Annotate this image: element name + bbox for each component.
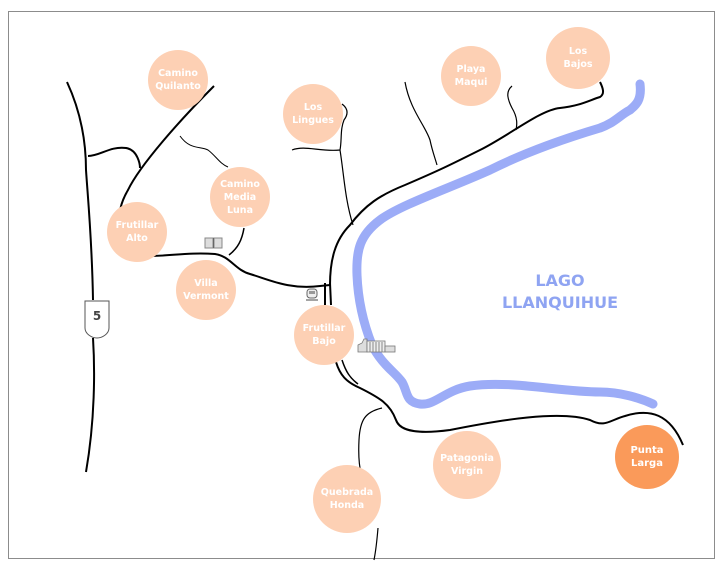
road-los-lingues [291, 103, 354, 226]
place-label: Villa Vermont [183, 278, 229, 302]
place-playa-maqui[interactable]: Playa Maqui [441, 46, 501, 106]
lake-label-line1: LAGO [535, 271, 585, 290]
place-label: Punta Larga [630, 445, 664, 469]
road-bajo-south [335, 361, 684, 446]
lake-label: LAGO LLANQUIHUE [495, 270, 625, 314]
highway-5-shield [84, 300, 110, 339]
road-media-luna [228, 227, 245, 256]
place-label: Patagonia Virgin [440, 453, 494, 477]
highway-5-number: 5 [92, 309, 102, 323]
road-highway-5-south [85, 337, 96, 473]
place-camino-quilanto[interactable]: Camino Quilanto [148, 50, 208, 110]
place-label: Frutillar Alto [115, 220, 159, 244]
lake-label-line2: LLANQUIHUE [501, 293, 619, 312]
road-branch-alto [87, 146, 141, 169]
place-label: Los Lingues [292, 102, 334, 126]
place-villa-vermont[interactable]: Villa Vermont [176, 260, 236, 320]
road-media-luna-north [179, 135, 229, 168]
road-playa-maqui [404, 81, 438, 166]
place-los-bajos[interactable]: Los Bajos [546, 27, 610, 89]
road-coastal-north [329, 81, 604, 286]
place-los-lingues[interactable]: Los Lingues [283, 84, 343, 144]
place-label: Los Bajos [563, 46, 593, 70]
lake-shoreline [352, 79, 658, 409]
place-quebrada-honda[interactable]: Quebrada Honda [313, 465, 381, 533]
place-punta-larga[interactable]: Punta Larga [615, 425, 679, 489]
place-frutillar-bajo[interactable]: Frutillar Bajo [294, 305, 354, 365]
place-label: Playa Maqui [454, 64, 488, 88]
road-bajo-south-b [341, 359, 359, 385]
train-icon[interactable] [305, 288, 319, 302]
book-icon[interactable] [204, 236, 224, 250]
place-camino-media-luna[interactable]: Camino Media Luna [210, 167, 270, 227]
building-icon[interactable] [357, 337, 397, 353]
road-bajo-a [324, 282, 332, 306]
place-label: Quebrada Honda [320, 487, 374, 511]
road-highway-5 [66, 81, 94, 301]
place-label: Frutillar Bajo [302, 323, 346, 347]
place-label: Camino Quilanto [155, 68, 201, 92]
road-playa-maqui-east [507, 85, 518, 131]
road-quilanto [119, 85, 215, 211]
road-main [149, 252, 331, 288]
place-label: Camino Media Luna [220, 178, 260, 216]
place-frutillar-alto[interactable]: Frutillar Alto [107, 202, 167, 262]
place-patagonia-virgin[interactable]: Patagonia Virgin [433, 431, 501, 499]
